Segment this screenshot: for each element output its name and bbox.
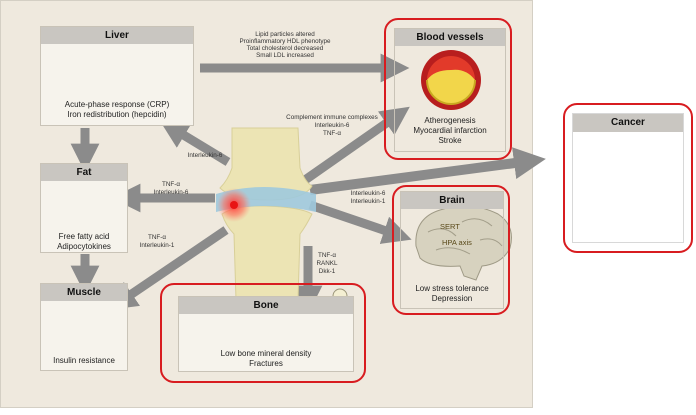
vessels-effect-1: Atherogenesis: [424, 116, 476, 125]
bone-effect-2: Fractures: [249, 359, 283, 368]
highlight-frame-cancer: [563, 103, 693, 253]
mediator-joint-liver-1: Interleukin-6: [187, 152, 223, 159]
highlight-frame-bone: [160, 283, 366, 383]
brain-image: [415, 205, 512, 281]
liver-card: Liver: [40, 26, 194, 126]
liver-effect-1: Acute-phase response (CRP): [64, 100, 170, 109]
bone-title: Bone: [179, 297, 353, 314]
bone-effect-1: Low bone mineral density: [220, 349, 312, 358]
blood-vessels-card: Blood vessels: [394, 28, 506, 152]
arrow-joint-to-brain: [308, 200, 412, 244]
vessel-image: [421, 50, 481, 110]
mediator-joint-fat-2: Interleukin-6: [153, 189, 189, 196]
arrow-joint-to-vessels: [302, 106, 410, 184]
blood-vessels-title: Blood vessels: [395, 29, 505, 46]
mediator-joint-vessels-3: TNF-α: [323, 130, 341, 137]
fat-effect-1: Free fatty acid: [58, 232, 110, 241]
muscle-effect-1: Insulin resistance: [53, 356, 115, 365]
fat-card: Fat: [40, 163, 128, 253]
highlight-frame-brain: [392, 185, 510, 315]
arrow-joint-to-liver: [159, 120, 231, 166]
mediator-joint-muscle-2: Interleukin-1: [139, 242, 175, 249]
brain-effect-2: Depression: [431, 294, 473, 303]
bone-card: Bone: [178, 296, 354, 372]
liver-effect-2: Iron redistribution (hepcidin): [67, 110, 167, 119]
mediator-liver-vessels-4: Small LDL increased: [256, 52, 314, 59]
mediator-joint-brain-2: Interleukin-1: [350, 198, 386, 205]
mediator-joint-brain-1: Interleukin-6: [350, 190, 386, 197]
mediator-joint-bone-1: TNF-α: [318, 252, 336, 259]
brain-card: Brain: [400, 191, 504, 309]
arrow-joint-to-cancer: [309, 147, 546, 195]
brain-label-sert: SERT: [440, 222, 460, 231]
mediator-liver-vessels-1: Lipid particles altered: [255, 31, 315, 38]
highlight-frame-blood-vessels: [384, 18, 512, 160]
muscle-title: Muscle: [41, 284, 127, 301]
mediator-joint-vessels-2: Interleukin-6: [314, 122, 350, 129]
arrow-joint-to-muscle: [108, 226, 229, 311]
liver-title: Liver: [41, 27, 193, 44]
arrows: [70, 53, 546, 315]
mediator-liver-vessels-3: Total cholesterol decreased: [246, 45, 324, 52]
mediator-liver-vessels-2: Proinflammatory HDL phenotype: [239, 38, 331, 45]
vessels-effect-3: Stroke: [438, 136, 462, 145]
joint-illustration: [216, 127, 316, 301]
muscle-card: Muscle: [40, 283, 128, 371]
cancer-title: Cancer: [573, 114, 683, 132]
fat-effect-2: Adipocytokines: [57, 242, 111, 251]
mediator-joint-vessels-1: Complement immune complexes: [286, 114, 378, 121]
mediator-joint-muscle-1: TNF-α: [148, 234, 166, 241]
mediator-joint-bone-3: Dkk-1: [318, 268, 336, 275]
vessels-effect-2: Myocardial infarction: [413, 126, 487, 135]
brain-label-hpa: HPA axis: [442, 238, 472, 247]
mediator-joint-fat-1: TNF-α: [162, 181, 180, 188]
brain-title: Brain: [401, 192, 503, 209]
cancer-card: Cancer: [572, 113, 684, 243]
mediator-joint-bone-2: RANKL: [316, 260, 338, 267]
fat-title: Fat: [41, 164, 127, 181]
brain-effect-1: Low stress tolerance: [415, 284, 489, 293]
